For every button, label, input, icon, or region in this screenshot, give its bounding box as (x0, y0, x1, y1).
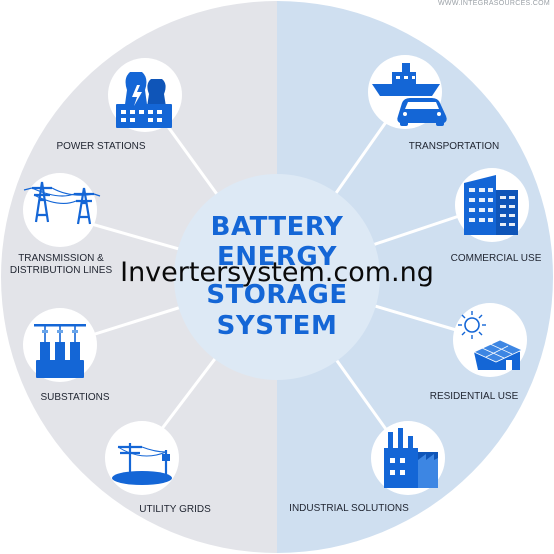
label-utility-grids: UTILITY GRIDS (139, 504, 211, 515)
transmission-tower-icon (23, 181, 101, 225)
title-line-1: BATTERY (210, 212, 344, 242)
label-residential-use: RESIDENTIAL USE (429, 391, 519, 402)
solar-house-icon (458, 311, 523, 370)
ship-car-icon (372, 63, 447, 126)
label-transportation: TRANSPORTATION (408, 141, 500, 152)
watermark-text: Invertersystem.com.ng (120, 257, 434, 288)
utility-pole-icon (112, 443, 172, 485)
node-transmission (23, 173, 97, 247)
factory-icon (384, 428, 438, 488)
label-power-stations: POWER STATIONS (56, 141, 146, 152)
center-hub (174, 174, 380, 380)
office-building-icon (464, 175, 518, 235)
label-transmission-line1: TRANSMISSION & (18, 253, 104, 264)
substation-icon (34, 324, 86, 378)
label-transmission-line2: DISTRIBUTION LINES (9, 265, 113, 276)
label-industrial-solutions: INDUSTRIAL SOLUTIONS (289, 503, 409, 514)
power-station-icon (116, 72, 172, 128)
title-line-4: SYSTEM (216, 311, 338, 341)
label-commercial-use: COMMERCIAL USE (450, 253, 542, 264)
title-line-3: STORAGE (206, 280, 348, 310)
title-line-2: ENERGY (217, 242, 337, 272)
label-substations: SUBSTATIONS (40, 392, 110, 403)
source-credit: WWW.INTEGRASOURCES.COM (438, 0, 550, 7)
